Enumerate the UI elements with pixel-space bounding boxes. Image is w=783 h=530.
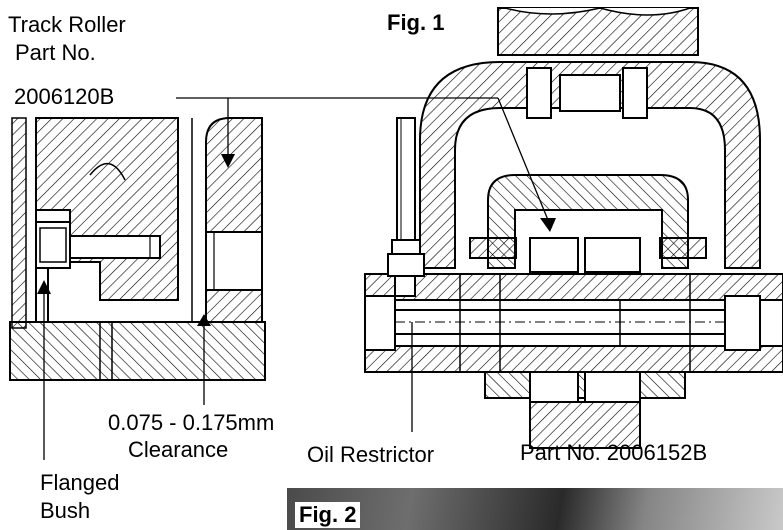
arrow-clearance	[197, 314, 211, 326]
track-roller-part-number: 2006120B	[14, 84, 115, 109]
assembly-view	[364, 7, 783, 449]
arrow-flanged-bush	[37, 280, 51, 294]
flanged-bush-label-line2: Bush	[40, 498, 91, 523]
arrowheads	[37, 154, 556, 326]
arrow-track-roller-left	[221, 154, 235, 168]
fig2-title: Fig. 2	[295, 502, 361, 528]
track-roller-label-line2: Part No.	[15, 40, 96, 65]
detail-view	[9, 117, 266, 381]
clearance-value: 0.075 - 0.175mm	[108, 410, 275, 435]
oil-restrictor-label: Oil Restrictor	[307, 442, 435, 467]
track-roller-label-line1: Track Roller	[8, 12, 126, 37]
clearance-label: Clearance	[128, 437, 229, 462]
flanged-bush-label-line1: Flanged	[40, 470, 120, 495]
arrow-track-roller-right	[540, 218, 556, 232]
leader-lines	[43, 97, 549, 460]
fig2-photo: Fig. 2	[287, 488, 783, 530]
part-number-label: Part No. 2006152B	[520, 440, 708, 465]
fig1-title: Fig. 1	[387, 10, 445, 35]
